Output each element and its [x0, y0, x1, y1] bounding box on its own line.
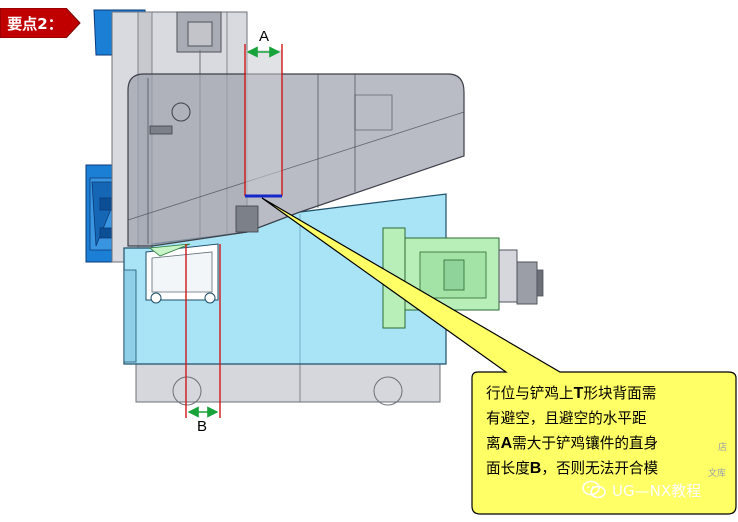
dimension-b-label: B: [197, 418, 208, 435]
section-badge: 要点2：: [0, 8, 82, 38]
watermark-text: UG—NX教程: [612, 481, 702, 500]
dimension-b: [185, 244, 221, 418]
dimension-a-label: A: [259, 28, 270, 45]
lower-plate: [135, 361, 441, 406]
wechat-icon: [582, 480, 606, 499]
callout-line-3: 离A需大于铲鸡镶件的直身: [486, 435, 659, 452]
callout-line-2: 有避空，且避空的水平距: [486, 410, 647, 427]
faint-mark-lib: 文库: [708, 469, 727, 479]
wedge-block: [127, 50, 465, 247]
callout-line-4: 面长度B，否则无法开合模: [486, 460, 659, 477]
callout-text: 行位与铲鸡上T形块背面需 有避空，且避空的水平距 离A需大于铲鸡镶件的直身 面长…: [486, 381, 726, 481]
watermark: UG—NX教程: [582, 479, 701, 501]
callout-bubble: [261, 197, 737, 515]
slider-block: [123, 193, 447, 365]
callout-line-1: 行位与铲鸡上T形块背面需: [486, 385, 657, 402]
faint-mark-shop: 店: [718, 443, 728, 453]
badge-label: 要点2：: [7, 14, 63, 33]
dimension-a: [244, 44, 283, 198]
badge-arrow-shape: [0, 8, 81, 38]
